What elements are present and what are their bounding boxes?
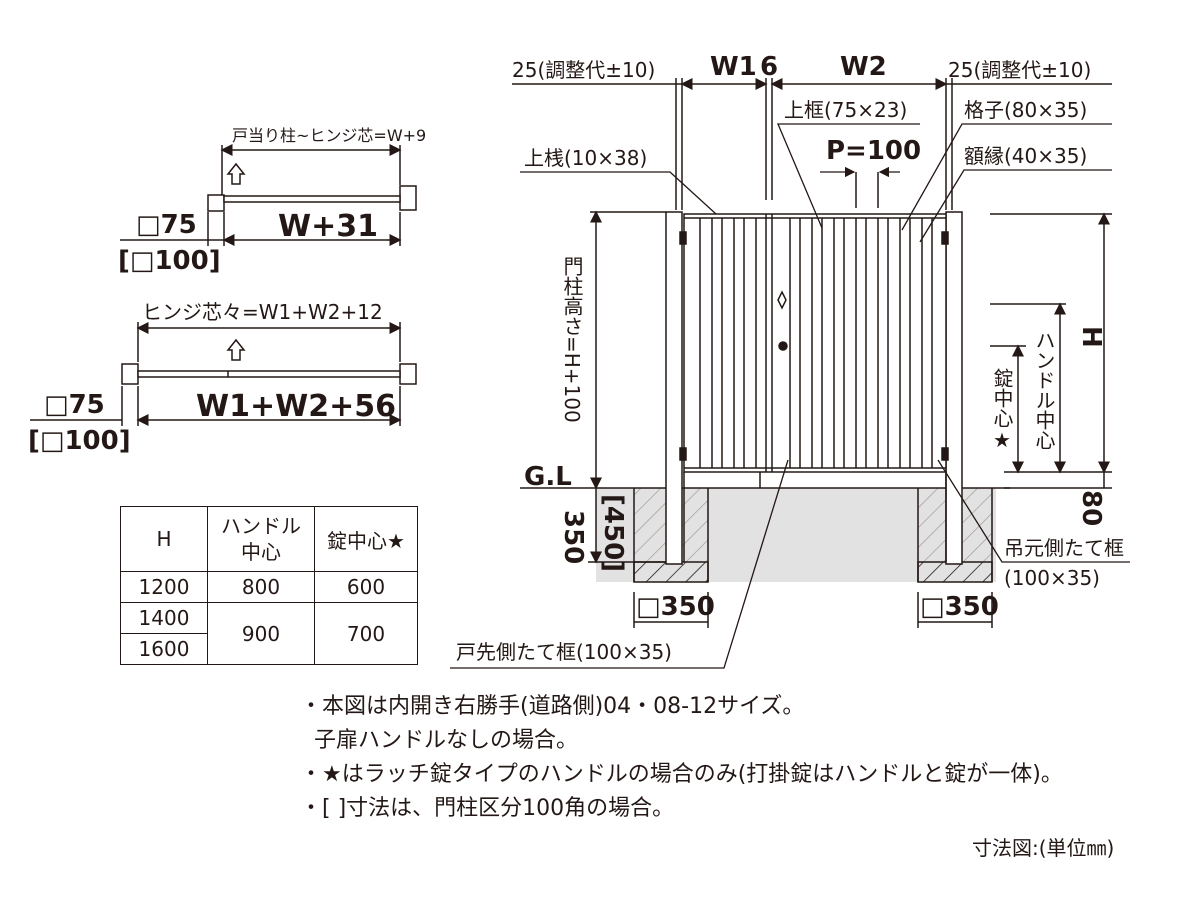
pitch-label: P=100 bbox=[826, 136, 922, 166]
elevation-view bbox=[520, 172, 1010, 583]
table-header-lock: 錠中心★ bbox=[314, 506, 418, 572]
border-frame-label: 額縁(40×35) bbox=[964, 144, 1088, 168]
lattice-label: 格子(80×35) bbox=[964, 98, 1088, 122]
height-label: H bbox=[1076, 326, 1106, 348]
latch-side-frame-label: 戸先側たて框(100×35) bbox=[456, 640, 672, 664]
spec-table: H ハンドル 中心 錠中心★ 1200 800 600 1400 900 700… bbox=[120, 506, 418, 665]
foundation-dimensions bbox=[633, 592, 993, 628]
note-line: ・[ ]寸法は、門柱区分100角の場合。 bbox=[300, 796, 675, 821]
handle-center-label: ハンドル中心 bbox=[1032, 330, 1056, 450]
w2-label: W2 bbox=[840, 52, 887, 82]
top-dimensions bbox=[512, 78, 1112, 210]
table-cell-lock: 700 bbox=[314, 602, 418, 665]
table-row: 1200 800 600 bbox=[120, 571, 418, 603]
right-adjust-label: 25(調整代±10) bbox=[948, 58, 1092, 82]
table-header-h: H bbox=[120, 506, 208, 572]
leader-lines bbox=[450, 123, 1130, 669]
gap-label: 6 bbox=[760, 52, 779, 82]
plan-double-title: ヒンジ芯々=W1+W2+12 bbox=[142, 300, 383, 324]
height-dimensions bbox=[588, 210, 1112, 564]
top-rail-label: 上桟(10×38) bbox=[524, 146, 648, 170]
table-header-handle: ハンドル 中心 bbox=[207, 506, 315, 572]
plan-single-title: 戸当り柱~ヒンジ芯=W+9 bbox=[232, 126, 427, 145]
table-row: 1400 900 700 bbox=[120, 602, 418, 665]
table-cell-h: 1600 bbox=[120, 633, 208, 665]
note-line: ・本図は内開き右勝手(道路側)04・08-12サイズ。 bbox=[300, 694, 805, 719]
plan-single-post: □75 bbox=[136, 210, 197, 240]
note-line: ・★はラッチ錠タイプのハンドルの場合のみ(打掛錠はハンドルと錠が一体)。 bbox=[300, 762, 1063, 787]
plan-double-width: W1+W2+56 bbox=[196, 389, 396, 424]
table-cell-h: 1400 bbox=[120, 602, 208, 634]
foundation-left-label: □350 bbox=[636, 592, 715, 622]
embed-label: 350 bbox=[558, 510, 588, 565]
plan-single-width: W+31 bbox=[278, 209, 378, 244]
clearance-label: 80 bbox=[1076, 490, 1106, 527]
table-header-row: H ハンドル 中心 錠中心★ bbox=[120, 506, 418, 572]
lock-center-label: 錠中心★ bbox=[990, 368, 1014, 452]
top-frame-label: 上框(75×23) bbox=[784, 98, 908, 122]
plan-double-post-alt: [□100] bbox=[28, 426, 131, 456]
hinge-side-frame-label: 吊元側たて框 bbox=[1004, 536, 1124, 560]
foundation-right-label: □350 bbox=[920, 592, 999, 622]
hinge-side-frame-size: (100×35) bbox=[1004, 566, 1100, 590]
unit-note: 寸法図:(単位㎜) bbox=[972, 836, 1115, 860]
table-cell-lock: 600 bbox=[314, 571, 418, 603]
post-height-label: 門柱高さ=H+100 bbox=[560, 256, 584, 423]
embed-alt-label: [450] bbox=[598, 494, 628, 573]
plan-single bbox=[120, 144, 417, 246]
plan-single-post-alt: [□100] bbox=[118, 246, 221, 276]
table-row: 1600 bbox=[120, 633, 418, 665]
table-cell-h: 1200 bbox=[120, 571, 208, 603]
table-cell-handle: 800 bbox=[207, 571, 315, 603]
w1-label: W1 bbox=[710, 52, 757, 82]
plan-double bbox=[30, 322, 417, 426]
table-cell-handle: 900 bbox=[207, 602, 315, 665]
left-adjust-label: 25(調整代±10) bbox=[512, 58, 656, 82]
plan-double-post: □75 bbox=[44, 390, 105, 420]
note-line: 子扉ハンドルなしの場合。 bbox=[314, 728, 579, 753]
notes: ・本図は内開き右勝手(道路側)04・08-12サイズ。 子扉ハンドルなしの場合。… bbox=[300, 690, 1063, 826]
gl-label: G.L bbox=[524, 462, 572, 492]
